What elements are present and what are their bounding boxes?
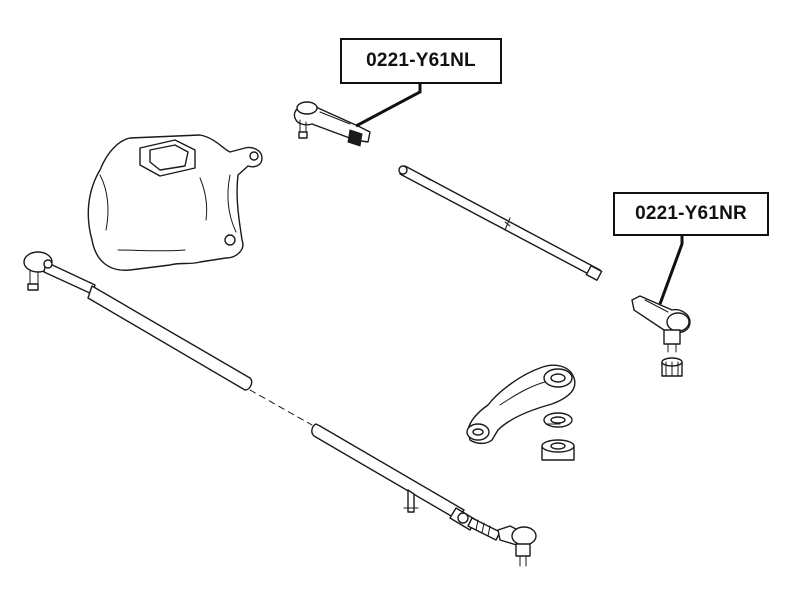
part-number-left: 0221-Y61NL — [366, 50, 476, 71]
leader-line-right — [658, 236, 684, 305]
lock-washer — [543, 412, 573, 428]
right-tie-rod-end — [631, 295, 691, 353]
left-tie-rod-end — [293, 101, 371, 147]
lower-tie-rod-end — [467, 517, 537, 567]
center-tie-rod — [398, 165, 603, 281]
castle-nut — [661, 357, 683, 377]
part-number-callout-left: 0221-Y61NL — [340, 38, 502, 84]
adjusting-tube-upper — [87, 285, 253, 391]
part-number-callout-right: 0221-Y61NR — [613, 192, 769, 236]
left-outer-tie-rod-end — [23, 251, 96, 295]
pitman-nut — [541, 439, 575, 461]
dashed-connection-line — [249, 389, 313, 426]
part-number-right: 0221-Y61NR — [635, 203, 747, 224]
pitman-arm — [466, 364, 576, 445]
adjusting-tube-lower — [311, 423, 477, 531]
steering-gearbox-housing — [87, 134, 263, 271]
leader-line-left — [355, 84, 422, 128]
